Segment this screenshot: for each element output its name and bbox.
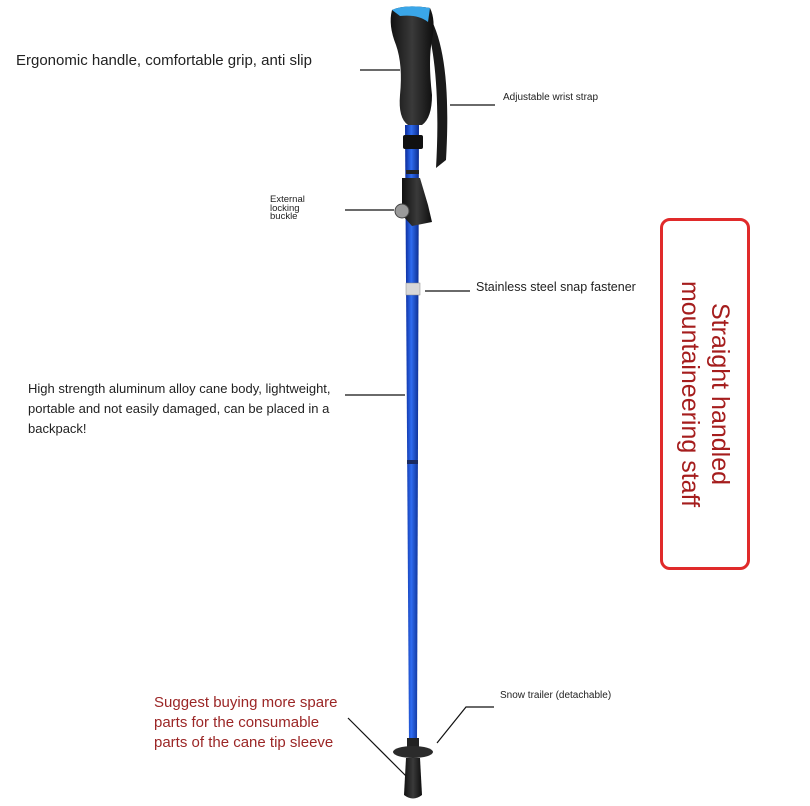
buckle-screw [394, 203, 410, 219]
title-box: Straight handled mountaineering staff [660, 218, 750, 570]
section-joint [407, 460, 418, 464]
handle-grip [390, 6, 434, 125]
locking-buckle [402, 178, 432, 226]
leader-tip [347, 717, 407, 777]
title-line-1: Straight handled [706, 302, 734, 486]
title-line-2: mountaineering staff [676, 280, 704, 508]
tip-sleeve [404, 758, 422, 799]
handle-cap [392, 6, 430, 22]
strap-clip [403, 135, 423, 149]
callout-handle: Ergonomic handle, comfortable grip, anti… [16, 52, 312, 69]
callout-snow-trailer: Snow trailer (detachable) [500, 690, 612, 701]
snap-fastener [405, 282, 421, 296]
callout-buckle: External locking buckle [270, 194, 305, 222]
callout-body: High strength aluminum alloy cane body, … [28, 381, 331, 436]
callout-snap: Stainless steel snap fastener [476, 280, 636, 294]
section-joint [406, 170, 419, 174]
pole-shaft [405, 125, 419, 745]
callout-tip-note: Suggest buying more spare parts for the … [154, 694, 338, 751]
wrist-strap [424, 12, 448, 168]
product-title: Straight handled mountaineering staff [675, 219, 735, 569]
callout-wrist-strap: Adjustable wrist strap [503, 92, 599, 103]
snow-basket [393, 746, 433, 758]
leader-snow [436, 706, 494, 744]
